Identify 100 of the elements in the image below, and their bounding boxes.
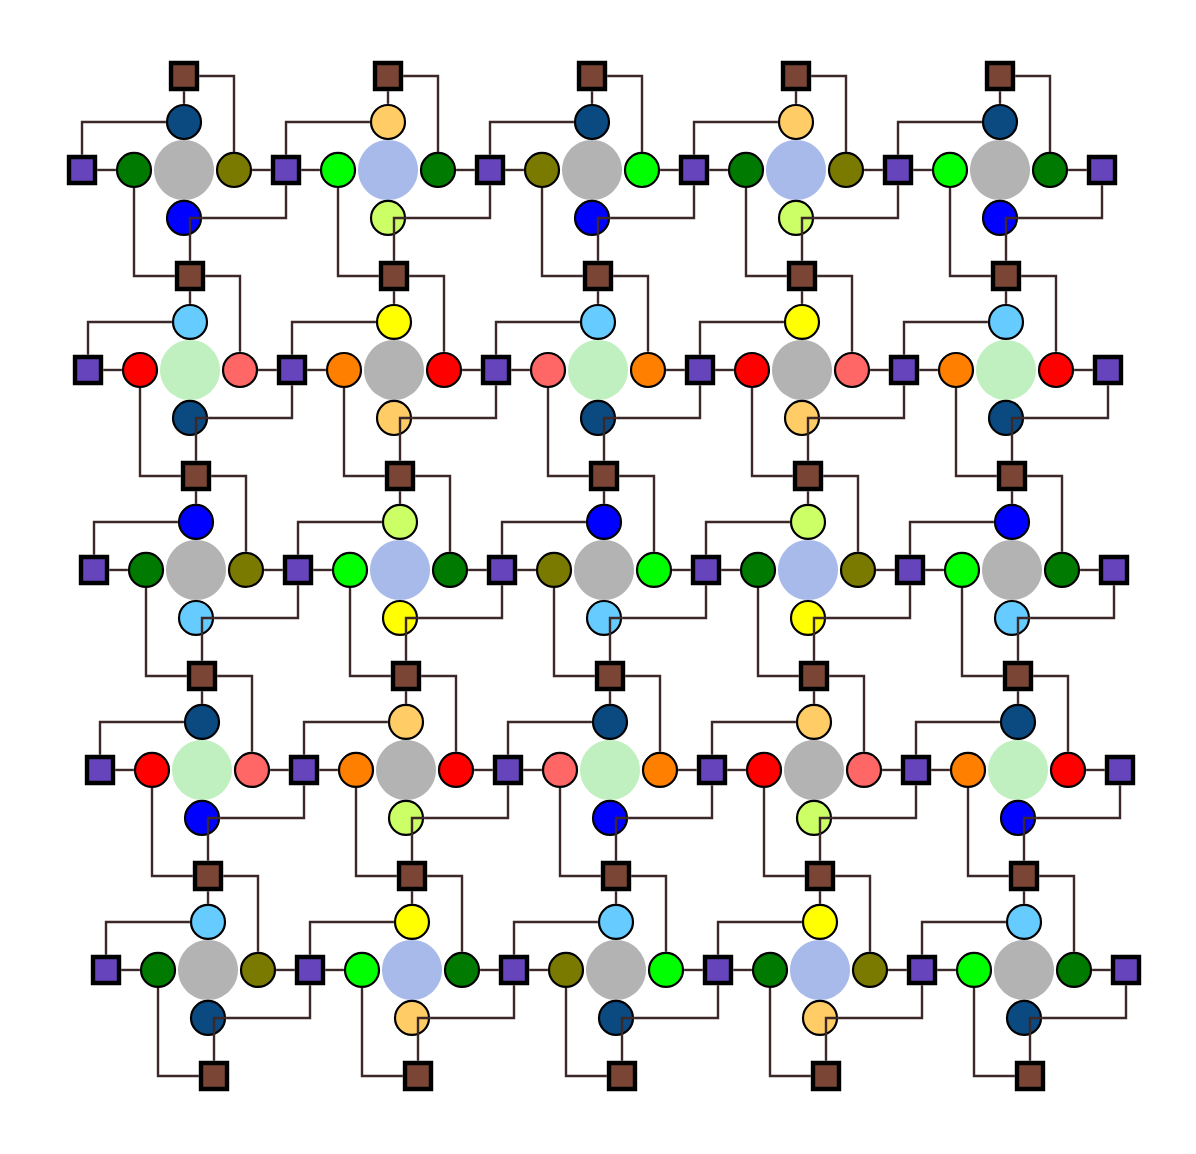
small-circle [795, 703, 833, 741]
connector-line [631, 874, 668, 952]
large-circle [778, 540, 838, 600]
connector-line [421, 674, 458, 752]
connector-line [835, 874, 872, 952]
small-circle [981, 199, 1019, 237]
small-circle [381, 599, 419, 637]
small-circle [943, 551, 981, 589]
connector-line [307, 368, 326, 372]
small-circle [189, 903, 227, 941]
connector-line [925, 568, 944, 572]
connector-line [500, 520, 586, 555]
small-circle [579, 399, 617, 437]
small-circle [783, 303, 821, 341]
connector-line [744, 188, 787, 278]
connector-line [829, 674, 866, 752]
square-node [396, 860, 428, 892]
connector-line [97, 168, 116, 172]
connector-line [800, 291, 804, 304]
connector-line [325, 968, 344, 972]
connector-line [826, 585, 912, 620]
connector-line [610, 185, 696, 220]
connector-line [948, 188, 991, 278]
connector-line [398, 416, 413, 461]
connector-line [1036, 785, 1122, 820]
small-circle [375, 399, 413, 437]
connector-line [1030, 585, 1116, 620]
square-node [906, 954, 938, 986]
square-node [702, 954, 734, 986]
small-circle [777, 199, 815, 237]
connector-line [223, 874, 260, 952]
small-circle [993, 503, 1031, 541]
small-circle [987, 399, 1025, 437]
connector-line [1027, 474, 1064, 552]
connector-line [290, 320, 376, 355]
small-circle [647, 951, 685, 989]
small-circle [319, 151, 357, 189]
connector-line [104, 920, 190, 955]
connector-line [672, 568, 691, 572]
square-node [294, 954, 326, 986]
connector-line [817, 274, 854, 352]
small-circle [851, 951, 889, 989]
connector-line [914, 720, 1000, 755]
connector-line [276, 968, 295, 972]
square-node [606, 1060, 638, 1092]
large-circle [766, 139, 826, 200]
small-circle [623, 151, 661, 189]
connector-line [392, 216, 407, 261]
connector-line [954, 388, 997, 478]
small-circle [727, 151, 765, 189]
connector-line [264, 568, 283, 572]
connector-line [412, 385, 498, 420]
large-circle [790, 939, 850, 1000]
small-circle [597, 999, 635, 1037]
square-node [588, 460, 620, 492]
square-node [282, 554, 314, 586]
square-node [498, 954, 530, 986]
connector-line [214, 585, 300, 620]
connector-line [864, 168, 883, 172]
connector-line [404, 691, 408, 704]
small-circle [523, 151, 561, 189]
small-circle [739, 551, 777, 589]
connector-line [602, 491, 606, 504]
connector-line [1015, 74, 1052, 152]
small-circle [981, 103, 1019, 141]
small-circle [591, 703, 629, 741]
square-node [198, 1060, 230, 1092]
connector-line [206, 891, 210, 904]
square-node [486, 554, 518, 586]
small-circle [1037, 351, 1075, 389]
square-node [792, 460, 824, 492]
square-node [186, 660, 218, 692]
connector-line [182, 91, 186, 104]
connector-line [313, 568, 332, 572]
connector-line [206, 816, 221, 861]
small-circle [795, 799, 833, 837]
small-circle [437, 751, 475, 789]
connector-line [348, 588, 391, 678]
small-circle [419, 151, 457, 189]
connector-line [622, 585, 708, 620]
connector-line [882, 768, 901, 772]
small-circle [987, 303, 1025, 341]
connector-line [360, 988, 403, 1078]
connector-line [812, 616, 827, 661]
connector-line [614, 891, 618, 904]
large-circle [166, 540, 226, 600]
connector-line [1074, 368, 1093, 372]
square-node [804, 860, 836, 892]
small-circle [833, 351, 871, 389]
connector-line [188, 216, 203, 261]
small-circle [387, 799, 425, 837]
square-node [66, 154, 98, 186]
connector-line [625, 674, 662, 752]
connector-line [109, 568, 128, 572]
connector-line [416, 1016, 431, 1061]
small-circle [337, 751, 375, 789]
connector-line [403, 74, 440, 152]
square-node [180, 460, 212, 492]
connector-line [608, 691, 612, 704]
large-circle [784, 739, 844, 800]
